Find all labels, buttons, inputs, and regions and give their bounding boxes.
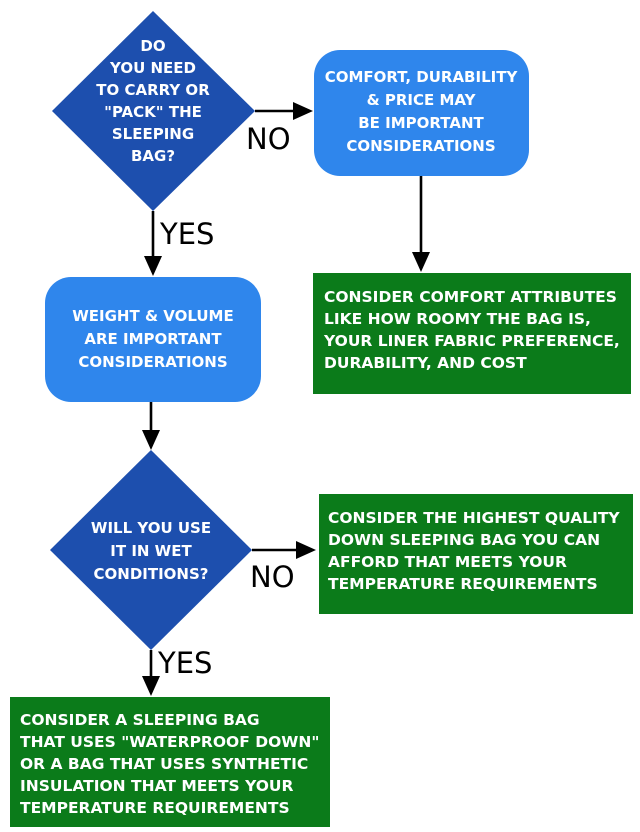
decision-pack-line-1: YOU NEED	[109, 59, 196, 77]
result-down-line-0: CONSIDER THE HIGHEST QUALITY	[328, 509, 620, 527]
result-comfort-line-2: YOUR LINER FABRIC PREFERENCE,	[323, 332, 620, 350]
arrowhead-pack-yes	[144, 256, 162, 276]
result-waterproof-line-1: THAT USES "WATERPROOF DOWN"	[20, 733, 319, 751]
comfort-box-line-0: COMFORT, DURABILITY	[325, 68, 519, 86]
arrowhead-comfort-result	[412, 252, 430, 272]
result-comfort-attributes: CONSIDER COMFORT ATTRIBUTES LIKE HOW ROO…	[313, 273, 631, 394]
result-down-line-1: DOWN SLEEPING BAG YOU CAN	[328, 531, 600, 549]
arrowhead-pack-no	[293, 102, 313, 120]
decision-pack-line-0: DO	[140, 37, 165, 55]
comfort-box-line-1: & PRICE MAY	[367, 91, 477, 109]
result-comfort-line-1: LIKE HOW ROOMY THE BAG IS,	[324, 310, 591, 328]
decision-wet-shape	[50, 450, 252, 650]
connectors	[142, 102, 430, 696]
decision-pack-line-4: SLEEPING	[112, 125, 194, 143]
result-comfort-line-3: DURABILITY, AND COST	[324, 354, 527, 372]
result-comfort-shape	[313, 273, 631, 394]
weight-box-shape	[45, 277, 261, 402]
result-waterproof-line-0: CONSIDER A SLEEPING BAG	[20, 711, 260, 729]
result-down-bag: CONSIDER THE HIGHEST QUALITY DOWN SLEEPI…	[319, 494, 633, 614]
arrowhead-wet-no	[296, 541, 316, 559]
decision-pack-line-5: BAG?	[131, 147, 175, 165]
edge-label-wet-yes: YES	[157, 646, 212, 680]
arrowhead-weight-wet	[142, 430, 160, 450]
result-waterproof-line-4: TEMPERATURE REQUIREMENTS	[20, 799, 290, 817]
weight-considerations-box: WEIGHT & VOLUME ARE IMPORTANT CONSIDERAT…	[45, 277, 261, 402]
weight-box-line-0: WEIGHT & VOLUME	[72, 307, 233, 325]
result-waterproof-line-2: OR A BAG THAT USES SYNTHETIC	[20, 755, 308, 773]
decision-wet-line-1: IT IN WET	[110, 542, 192, 560]
decision-pack-shape	[52, 11, 255, 211]
result-waterproof-bag: CONSIDER A SLEEPING BAG THAT USES "WATER…	[10, 697, 330, 827]
arrowhead-wet-yes	[142, 676, 160, 696]
decision-pack-line-3: "PACK" THE	[104, 103, 202, 121]
weight-box-line-1: ARE IMPORTANT	[84, 330, 222, 348]
result-down-line-3: TEMPERATURE REQUIREMENTS	[328, 575, 598, 593]
comfort-box-line-2: BE IMPORTANT	[358, 114, 484, 132]
result-waterproof-shape	[10, 697, 330, 827]
edge-label-pack-no: NO	[246, 122, 291, 156]
edge-label-wet-no: NO	[250, 560, 295, 594]
decision-wet-line-2: CONDITIONS?	[94, 565, 209, 583]
decision-pack: DO YOU NEED TO CARRY OR "PACK" THE SLEEP…	[52, 11, 255, 211]
result-comfort-line-0: CONSIDER COMFORT ATTRIBUTES	[324, 288, 617, 306]
decision-wet-line-0: WILL YOU USE	[91, 519, 211, 537]
decision-wet: WILL YOU USE IT IN WET CONDITIONS?	[50, 450, 252, 650]
comfort-box-line-3: CONSIDERATIONS	[346, 137, 495, 155]
weight-box-line-2: CONSIDERATIONS	[78, 353, 227, 371]
result-down-shape	[319, 494, 633, 614]
comfort-considerations-box: COMFORT, DURABILITY & PRICE MAY BE IMPOR…	[314, 50, 529, 176]
decision-pack-line-2: TO CARRY OR	[96, 81, 210, 99]
result-waterproof-line-3: INSULATION THAT MEETS YOUR	[20, 777, 294, 795]
edge-label-pack-yes: YES	[159, 217, 214, 251]
comfort-box-shape	[314, 50, 529, 176]
result-down-line-2: AFFORD THAT MEETS YOUR	[328, 553, 567, 571]
